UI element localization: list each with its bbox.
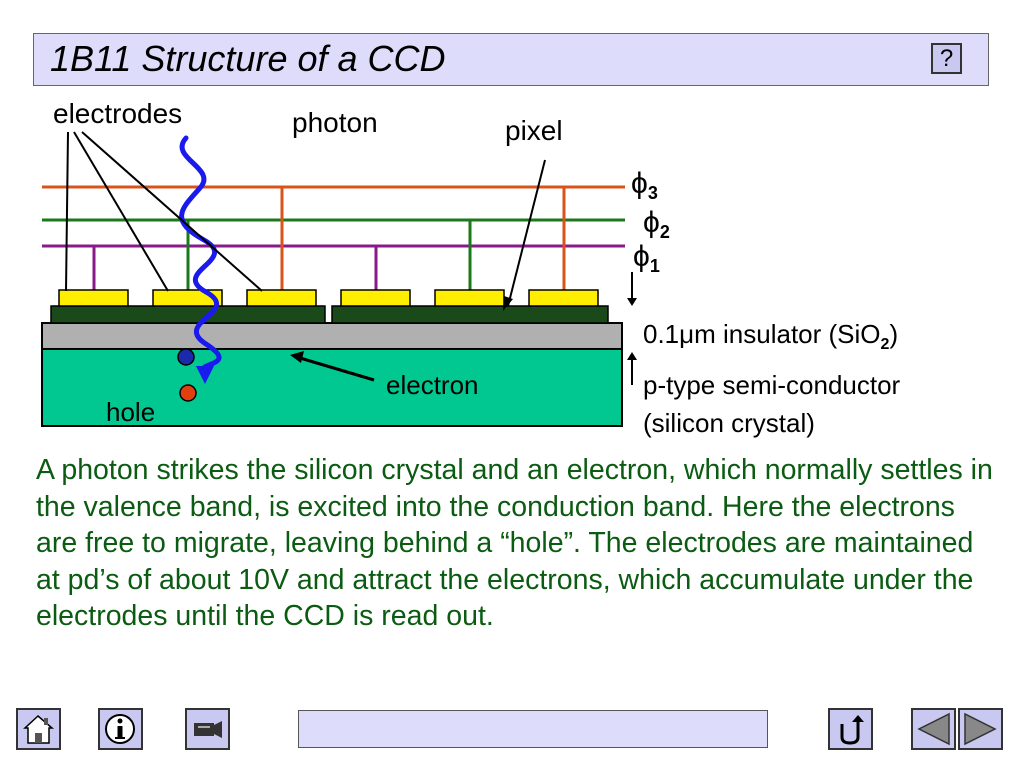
- next-icon: [964, 712, 997, 746]
- insulator-arrow-bottom-head: [627, 352, 637, 360]
- electron-label: electron: [386, 370, 479, 400]
- pixel-pointer: [507, 159, 546, 307]
- photon-arrowhead: [196, 366, 214, 384]
- insulator-arrow-top-head: [627, 298, 637, 306]
- photon-wave: [179, 135, 222, 375]
- photon-label: photon: [292, 107, 378, 138]
- electrode: [434, 289, 505, 307]
- return-button[interactable]: [828, 708, 873, 750]
- electrodes-pointer: [65, 131, 69, 292]
- home-icon: [23, 714, 55, 744]
- clock-lines: [42, 185, 625, 290]
- home-button[interactable]: [16, 708, 61, 750]
- page-title: 1B11 Structure of a CCD: [50, 38, 446, 79]
- video-button[interactable]: [185, 708, 230, 750]
- insulator-layer: [41, 322, 623, 350]
- electrodes-pointer: [73, 131, 169, 292]
- phi1-label: ϕ1: [633, 240, 660, 276]
- camera-icon: [194, 721, 222, 738]
- electrodes-pointer: [81, 131, 263, 292]
- backplate-right: [331, 305, 609, 324]
- help-button[interactable]: ?: [931, 43, 962, 74]
- electrode: [58, 289, 129, 307]
- insulator-label: 0.1μm insulator (SiO2): [643, 319, 898, 353]
- electrodes: [58, 289, 599, 307]
- electrode: [246, 289, 317, 307]
- info-icon: [105, 714, 135, 744]
- next-button[interactable]: [958, 708, 1003, 750]
- electron-pointer: [299, 356, 375, 382]
- electrodes-label: electrodes: [53, 98, 182, 129]
- hole-label: hole: [106, 397, 155, 427]
- phi3-label: ϕ3: [631, 167, 658, 203]
- title-bar: 1B11 Structure of a CCD ?: [33, 33, 989, 86]
- hole-dot: [179, 384, 197, 402]
- electron-pointer-arrowhead: [290, 351, 304, 363]
- previous-icon: [917, 712, 950, 746]
- electron-dot: [177, 348, 195, 366]
- electrode: [340, 289, 411, 307]
- description-paragraph: A photon strikes the silicon crystal and…: [36, 454, 993, 632]
- semiconductor-label-line2: (silicon crystal): [643, 408, 815, 438]
- previous-button[interactable]: [911, 708, 956, 750]
- info-button[interactable]: [98, 708, 143, 750]
- pixel-label: pixel: [505, 115, 563, 146]
- pixel-pointer-arrowhead: [503, 296, 513, 311]
- backplate-left: [50, 305, 326, 324]
- return-icon: [840, 715, 864, 745]
- ccd-structure-diagram: electrodes photon pixel ϕ3 ϕ2 ϕ1 0.1μm i…: [41, 98, 901, 438]
- electrode: [528, 289, 599, 307]
- phi2-label: ϕ2: [643, 206, 670, 242]
- semiconductor-label-line1: p-type semi-conductor: [643, 370, 901, 400]
- slide-status-bar: [298, 710, 768, 748]
- navigation-toolbar: [0, 708, 1024, 760]
